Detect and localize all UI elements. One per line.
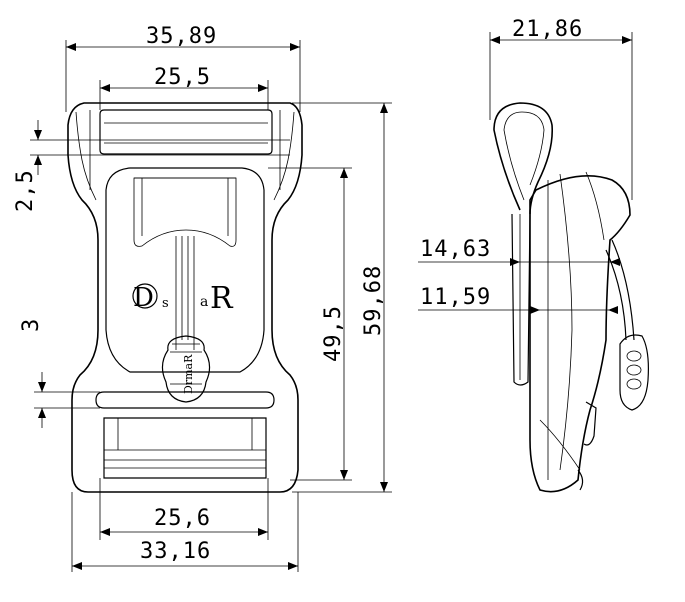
- logo-letter-d: D: [133, 283, 154, 313]
- latch-frame: [105, 167, 265, 373]
- logo-circle: [132, 283, 158, 309]
- cord-stopper: [619, 334, 649, 411]
- release-tab: [161, 335, 211, 403]
- dim-overall-depth: 21,86: [512, 17, 583, 42]
- side-view: [493, 102, 649, 493]
- lower-slot: [103, 417, 267, 479]
- dim-inner-height: 49,5: [321, 305, 346, 362]
- front-dimensions: 35,89 25,5 25,6 33,16 2,5 3 49,5: [13, 24, 392, 572]
- side-body: [529, 175, 631, 493]
- lower-bar: [95, 391, 275, 409]
- dim-top-bar-thickness: 2,5: [13, 169, 38, 212]
- side-loop: [493, 102, 554, 215]
- dim-bottom-width: 33,16: [140, 539, 211, 564]
- logo-letter-r: R: [210, 281, 234, 316]
- side-dimensions: 21,86 14,63 11,59: [418, 17, 633, 314]
- dim-top-slot-width: 25,5: [154, 65, 211, 90]
- top-slot: [99, 109, 273, 155]
- dim-depth-a: 14,63: [420, 237, 491, 262]
- front-view: D s a R DrmaR: [67, 102, 303, 493]
- logo-letter-s: s: [162, 296, 169, 311]
- dim-depth-b: 11,59: [420, 285, 491, 310]
- dim-overall-width: 35,89: [146, 24, 217, 49]
- dim-lower-bar-thickness: 3: [19, 318, 44, 332]
- tab-logo-text: DrmaR: [182, 354, 195, 394]
- logo-letter-a: a: [200, 294, 208, 310]
- dim-overall-height: 59,68: [361, 265, 386, 336]
- buckle-outline: [67, 102, 303, 493]
- dim-bottom-slot-width: 25,6: [154, 506, 211, 531]
